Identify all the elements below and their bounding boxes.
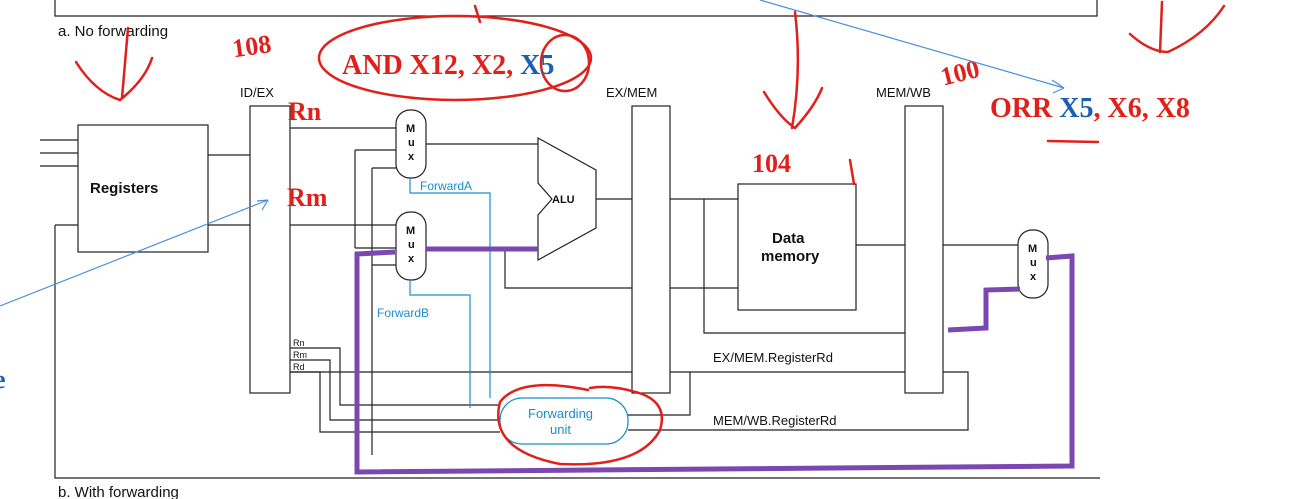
blue-pen-arrows xyxy=(0,0,1065,307)
ex-mem-label: EX/MEM xyxy=(606,85,657,100)
registers-label: Registers xyxy=(90,180,158,197)
ex-mem-register xyxy=(631,105,671,394)
alu: ALU xyxy=(537,136,597,262)
caption-no-forwarding: a. No forwarding xyxy=(58,23,168,40)
orr-instruction: ORR X5, X6, X8 xyxy=(990,93,1190,124)
svg-text:M: M xyxy=(406,225,415,237)
writeback-path-highlight xyxy=(947,286,1021,333)
address-108: 108 xyxy=(230,29,273,63)
id-ex-label: ID/EX xyxy=(240,85,274,100)
register-input-arrows xyxy=(40,139,78,226)
svg-text:Rn: Rn xyxy=(293,338,305,348)
svg-text:Rd: Rd xyxy=(293,362,305,372)
orr-underline xyxy=(1046,139,1100,144)
caption-with-forwarding: b. With forwarding xyxy=(58,484,179,499)
svg-text:ALU: ALU xyxy=(552,194,575,206)
svg-text:u: u xyxy=(1030,257,1037,269)
forward-a-label: ForwardA xyxy=(420,179,472,193)
address-104: 104 xyxy=(752,149,791,178)
svg-text:M: M xyxy=(1028,243,1037,255)
mux-a: M u x xyxy=(395,109,427,179)
forwarding-unit: Forwarding unit xyxy=(499,397,629,445)
svg-text:Forwarding: Forwarding xyxy=(528,406,593,421)
forwarding-path-loop xyxy=(354,249,1075,475)
rm-annotation: Rm xyxy=(287,183,328,212)
id-ex-register xyxy=(249,105,291,394)
mem-wb-label: MEM/WB xyxy=(876,85,931,100)
x5-circle xyxy=(539,33,591,93)
mem-wb-registerrd-label: MEM/WB.RegisterRd xyxy=(713,413,837,428)
forward-b-label: ForwardB xyxy=(377,306,429,320)
ex-mem-registerrd-label: EX/MEM.RegisterRd xyxy=(713,350,833,365)
address-100: 100 xyxy=(938,54,983,92)
rn-annotation: Rn xyxy=(288,97,322,126)
mux-b: M u x xyxy=(395,211,427,281)
svg-text:x: x xyxy=(408,253,415,265)
data-memory-label-1: Data xyxy=(772,230,805,247)
svg-text:Rm: Rm xyxy=(293,350,307,360)
svg-text:u: u xyxy=(408,137,415,149)
svg-text:x: x xyxy=(408,151,415,163)
mux-forward-inputs xyxy=(354,149,396,455)
red-ink-strokes xyxy=(74,0,1226,466)
svg-text:unit: unit xyxy=(550,422,571,437)
mem-wb-register xyxy=(904,105,944,394)
mux-writeback: M u x xyxy=(1017,229,1049,299)
and-instruction-circle xyxy=(317,14,593,102)
svg-text:u: u xyxy=(408,239,415,251)
and-instruction: AND X12, X2, X5 xyxy=(342,50,554,81)
top-figure-frame xyxy=(54,0,1098,17)
svg-text:M: M xyxy=(406,123,415,135)
registers-block xyxy=(77,124,209,253)
svg-text:x: x xyxy=(1030,271,1037,283)
data-memory-label-2: memory xyxy=(761,248,820,265)
register-fields: Rn Rm Rd xyxy=(290,338,500,433)
cropped-left-glyph: e xyxy=(0,365,6,394)
bottom-figure-frame xyxy=(54,225,1100,479)
forward-control-wires xyxy=(409,178,491,408)
data-memory-block xyxy=(737,183,857,311)
